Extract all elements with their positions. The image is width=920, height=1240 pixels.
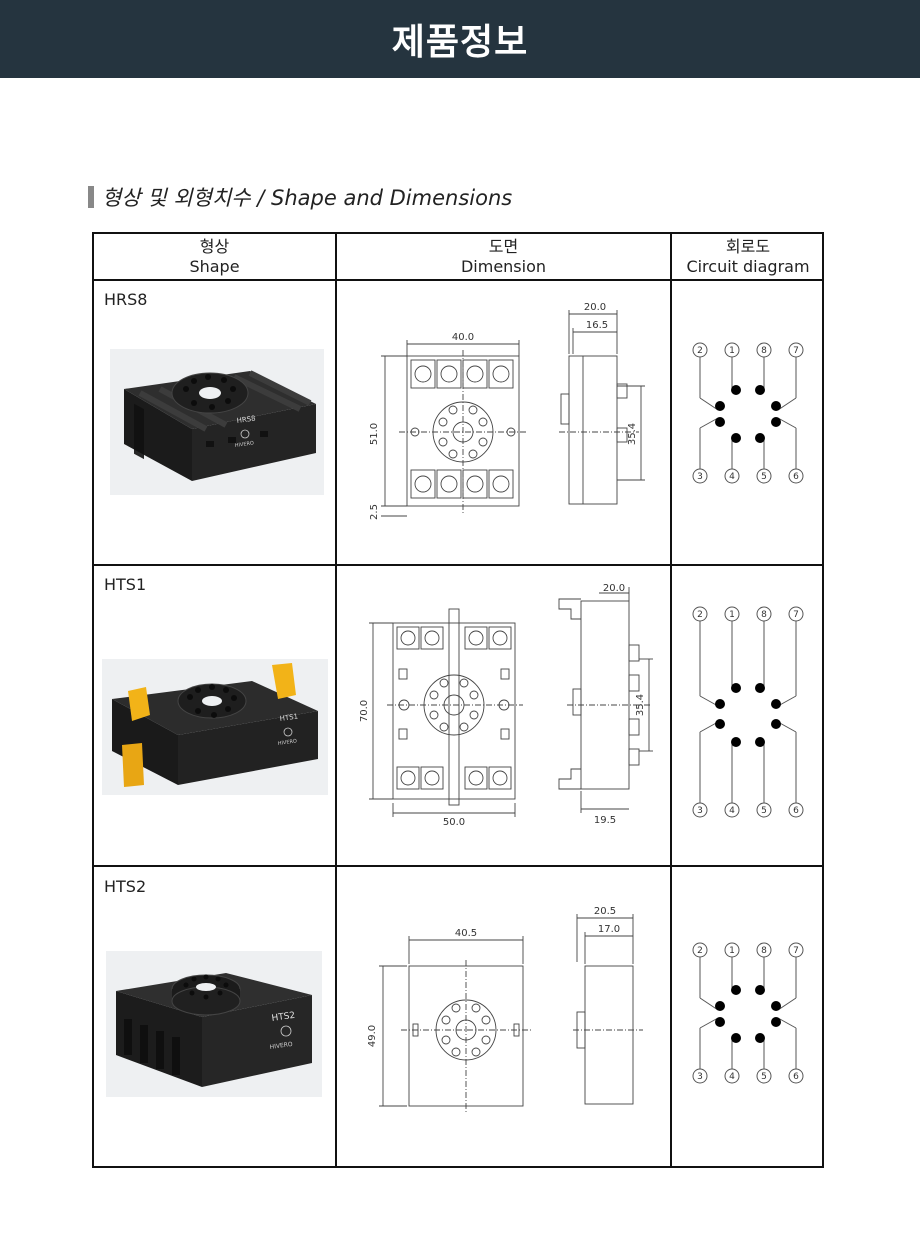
product-photo-hts1: HTS1 HIVERO [102,659,328,795]
section-heading-text: 형상 및 외형치수 / Shape and Dimensions [102,186,513,210]
pin-label: 8 [761,946,767,956]
product-photo-hrs8: HRS8 HIVERO [110,349,324,495]
pin-label: 6 [793,1072,799,1082]
pin-label: 4 [729,1072,735,1082]
pin-label: 4 [729,806,735,816]
pin-label: 4 [729,472,735,482]
pin-label: 3 [697,806,703,816]
pin-label: 1 [729,946,735,956]
page-header: 제품정보 [0,0,920,78]
pin-label: 8 [761,610,767,620]
socket-photo-illustration: HRS8 HIVERO [124,370,316,481]
column-header-dimension: 도면 Dimension [337,234,670,280]
dimension-label: 2.5 [369,504,380,520]
socket-photo-illustration: HTS1 HIVERO [112,663,318,787]
dimension-label: 51.0 [369,423,380,445]
model-label: HTS2 [104,877,147,896]
dimension-label: 49.0 [367,1025,378,1047]
dimension-label: 35.4 [627,423,638,445]
pin-label: 6 [793,472,799,482]
section-heading: 형상 및 외형치수 / Shape and Dimensions [88,183,512,211]
column-header-en: Circuit diagram [686,257,810,276]
section-bar-marker [88,186,94,208]
dimension-label: 40.0 [452,332,474,343]
photo-marking: HRS8 [236,414,256,425]
dimension-label: 20.0 [584,302,606,313]
page-title: 제품정보 [391,22,529,63]
pin-label: 1 [729,346,735,356]
dimension-label: 40.5 [455,928,477,939]
column-header-ko: 회로도 [725,237,771,256]
column-header-en: Shape [189,257,240,276]
dimension-drawing-hts1: 20.0 50.0 70.0 35.4 19.5 [359,579,659,834]
circuit-diagram-hrs8: 2 1 8 7 3 4 5 6 [684,334,812,494]
column-header-shape: 형상 Shape [94,234,335,280]
dimension-label: 50.0 [443,817,465,828]
dimension-drawing-hts2: 20.5 17.0 40.5 49.0 [359,896,659,1121]
dimension-label: 19.5 [594,815,616,826]
product-photo-hts2: HTS2 HIVERO [106,951,322,1097]
row-divider [94,865,822,867]
column-header-en: Dimension [460,257,547,276]
pin-label: 6 [793,806,799,816]
photo-marking: HTS1 [279,712,298,722]
pin-label: 2 [697,946,703,956]
pin-label: 2 [697,346,703,356]
circuit-diagram-hts1: 2 1 8 7 3 4 5 6 [684,598,812,828]
product-table: 형상 Shape 도면 Dimension 회로도 Circuit diagra… [92,232,824,1168]
pin-label: 5 [761,472,767,482]
column-header-circuit: 회로도 Circuit diagram [672,234,824,280]
photo-brand: HIVERO [277,738,297,747]
pin-label: 3 [697,1072,703,1082]
row-divider [94,279,822,281]
dimension-label: 70.0 [359,700,370,722]
model-label: HRS8 [104,290,148,309]
column-header-ko: 형상 [199,237,230,256]
pin-label: 7 [793,946,799,956]
pin-label: 7 [793,610,799,620]
pin-label: 3 [697,472,703,482]
dimension-label: 16.5 [586,320,608,331]
dimension-label: 35.4 [635,694,646,716]
dimension-label: 20.5 [594,906,616,917]
row-divider [94,564,822,566]
pin-label: 1 [729,610,735,620]
model-label: HTS1 [104,575,147,594]
photo-brand: HIVERO [234,440,254,449]
column-header-ko: 도면 [488,237,519,256]
photo-marking: HTS2 [271,1011,296,1024]
pin-label: 8 [761,346,767,356]
socket-photo-illustration: HTS2 HIVERO [116,973,312,1087]
pin-label: 5 [761,1072,767,1082]
dimension-label: 20.0 [603,583,625,594]
dimension-drawing-hrs8: 20.0 16.5 40.0 51.0 35.4 2.5 [359,294,659,524]
pin-label: 2 [697,610,703,620]
dimension-label: 17.0 [598,924,620,935]
circuit-diagram-hts2: 2 1 8 7 3 4 5 6 [684,934,812,1094]
column-divider [335,234,337,1166]
column-divider [670,234,672,1166]
pin-label: 5 [761,806,767,816]
photo-brand: HIVERO [269,1041,293,1051]
pin-label: 7 [793,346,799,356]
